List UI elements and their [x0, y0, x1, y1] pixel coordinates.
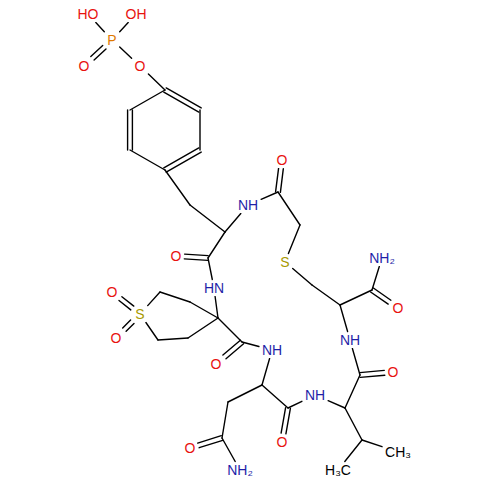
atom-label: NH	[304, 388, 326, 403]
atom-label: O	[110, 331, 123, 346]
atom-label: NH	[261, 343, 283, 358]
bond-line	[373, 288, 391, 300]
atom-label: CH₃	[384, 445, 412, 460]
bond-line	[262, 359, 270, 386]
atom-label: H₃C	[324, 463, 352, 478]
bond-line	[208, 258, 212, 280]
atom-label: OH	[125, 7, 148, 22]
bond-line	[261, 192, 278, 199]
bond-line	[215, 297, 218, 319]
bond-line	[184, 259, 208, 261]
atom-label: O	[78, 59, 91, 74]
atom-label: O	[184, 441, 197, 456]
atom-label: O	[170, 249, 183, 264]
bond-line	[158, 338, 188, 340]
atom-label: NH	[339, 333, 361, 348]
bond-line	[218, 318, 242, 342]
bond-line	[226, 344, 244, 359]
bond-line	[223, 340, 241, 355]
atom-label: O	[210, 357, 223, 372]
bond-line	[130, 90, 165, 110]
bond-line	[262, 385, 288, 408]
atom-label: O	[134, 59, 147, 74]
atom-label: NH₂	[226, 463, 254, 478]
bond-line	[286, 408, 291, 434]
atom-label: O	[392, 301, 405, 316]
bond-line	[345, 375, 360, 408]
bond-line	[130, 150, 165, 170]
atom-label: P	[106, 33, 117, 48]
bond-line	[360, 375, 385, 377]
atom-label: NH	[237, 198, 259, 213]
atom-label: HO	[77, 7, 100, 22]
bond-line	[288, 225, 300, 254]
bond-line	[164, 148, 199, 168]
bond-line	[340, 290, 372, 305]
atom-label: O	[276, 153, 289, 168]
bond-line	[185, 254, 209, 256]
bond-line	[166, 152, 201, 172]
bond-line	[276, 168, 279, 192]
bond-line	[166, 88, 201, 108]
bond-line	[132, 110, 133, 150]
bond-line	[281, 408, 286, 434]
bond-line	[127, 110, 128, 150]
bond-line	[165, 170, 190, 205]
bond-line	[288, 401, 302, 408]
bond-line	[242, 342, 259, 347]
bond-line	[222, 438, 235, 462]
bond-line	[278, 192, 300, 225]
bond-line	[345, 408, 362, 440]
bond-line	[208, 232, 225, 258]
bond-line	[119, 301, 131, 310]
bond-line	[199, 440, 223, 447]
bond-line	[188, 318, 218, 338]
bond-line	[120, 47, 132, 58]
atom-label: S	[134, 307, 145, 322]
bond-line	[340, 305, 348, 332]
atom-label: O	[106, 285, 119, 300]
bond-line	[91, 45, 103, 56]
bond-line	[199, 110, 200, 150]
bond-line	[345, 440, 362, 462]
atom-label: S	[279, 255, 290, 270]
bond-line	[160, 292, 190, 302]
bond-line	[372, 267, 379, 291]
bond-line	[148, 74, 165, 90]
atom-label: HN	[203, 281, 225, 296]
bond-line	[328, 401, 345, 408]
bond-line	[280, 169, 283, 193]
bond-line	[96, 23, 105, 32]
bond-line	[146, 323, 158, 341]
bond-line	[228, 385, 262, 402]
bond-line	[120, 23, 129, 32]
bond-line	[190, 302, 218, 318]
atom-label: NH₂	[368, 251, 396, 266]
bond-line	[164, 92, 199, 112]
bond-line	[126, 323, 134, 331]
bond-line	[222, 402, 228, 438]
bond-line	[123, 320, 131, 328]
bond-line	[312, 285, 340, 305]
atom-label: O	[387, 365, 400, 380]
bond-line	[94, 49, 106, 60]
bond-line	[190, 205, 225, 232]
bond-line	[352, 349, 360, 376]
bond-line	[362, 440, 382, 447]
bond-line	[360, 370, 385, 372]
bond-line	[371, 292, 389, 304]
bond-line	[293, 269, 312, 286]
bond-line	[225, 214, 241, 233]
atom-label: O	[276, 435, 289, 450]
bond-line	[148, 292, 160, 306]
